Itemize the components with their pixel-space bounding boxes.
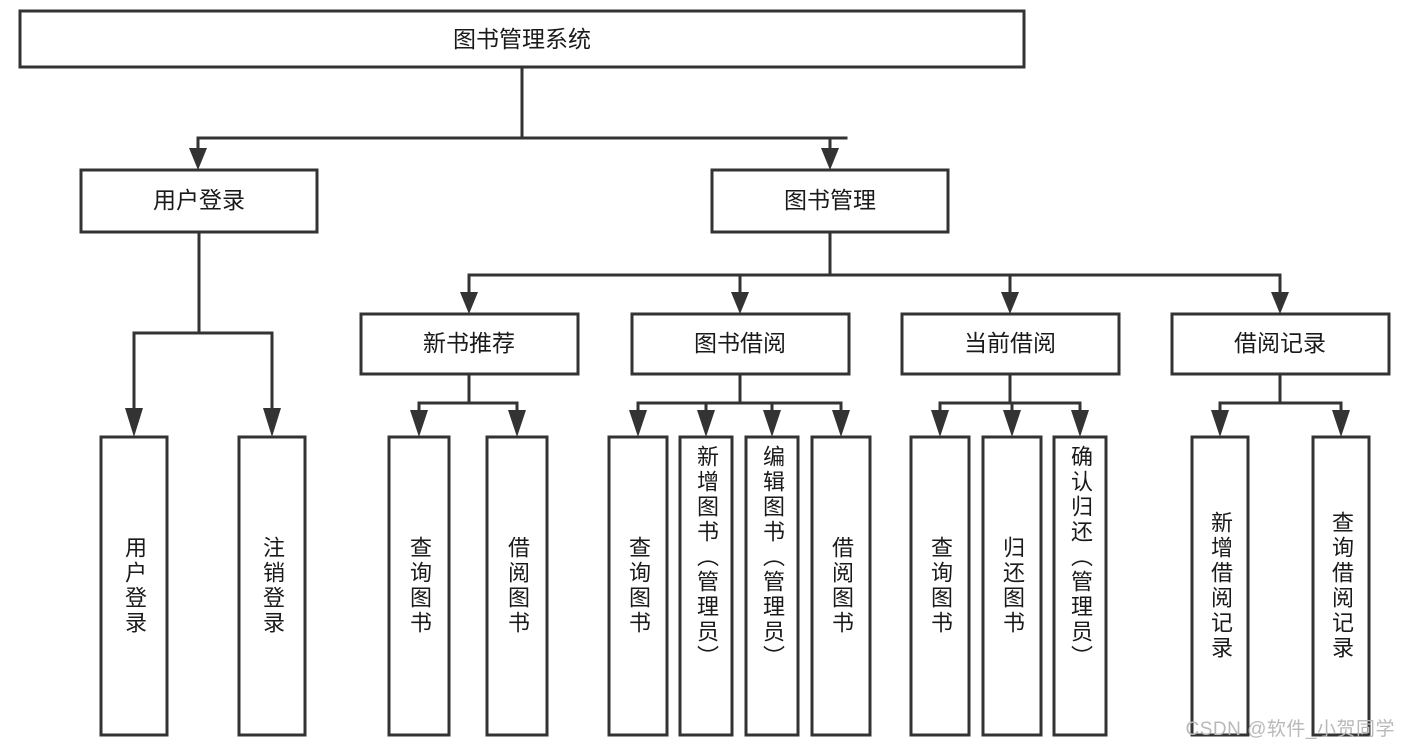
- leaf-logout-box[interactable]: [237, 435, 307, 737]
- node-borrow-record[interactable]: 借阅记录: [1170, 312, 1391, 376]
- node-user-login[interactable]: 用户登录: [79, 168, 319, 234]
- node-borrow-record-label: 借阅记录: [1234, 330, 1326, 356]
- leaf-boxes: [99, 435, 1371, 737]
- connector-current-to-leaves: [931, 372, 1089, 437]
- connector-record-to-leaves: [1211, 372, 1350, 437]
- leaf-borrow-book-recommend-box[interactable]: [485, 435, 549, 737]
- connector-userlogin-to-leaves: [125, 230, 281, 437]
- node-new-book-recommend[interactable]: 新书推荐: [359, 312, 580, 376]
- leaf-edit-book-box[interactable]: [744, 435, 800, 737]
- leaf-query-book-recommend-box[interactable]: [387, 435, 451, 737]
- leaf-query-borrow-record-box[interactable]: [1311, 435, 1371, 737]
- node-book-borrow[interactable]: 图书借阅: [630, 312, 851, 376]
- node-root-box[interactable]: [18, 9, 1026, 69]
- leaf-user-login-box[interactable]: [99, 435, 169, 737]
- node-book-borrow-box[interactable]: [630, 312, 851, 376]
- node-new-book-recommend-box[interactable]: [359, 312, 580, 376]
- watermark: CSDN @软件_小贺同学: [1185, 719, 1395, 740]
- leaf-add-borrow-record-box[interactable]: [1190, 435, 1250, 737]
- node-borrow-record-box[interactable]: [1170, 312, 1391, 376]
- connector-root-to-level2: [189, 65, 848, 170]
- leaf-borrow-book-box[interactable]: [810, 435, 872, 737]
- connector-recommend-to-leaves: [410, 372, 526, 437]
- leaf-query-book-borrow-box[interactable]: [607, 435, 669, 737]
- node-current-borrow-label: 当前借阅: [964, 330, 1056, 356]
- node-user-login-box[interactable]: [79, 168, 319, 234]
- leaf-add-book-box[interactable]: [678, 435, 734, 737]
- leaf-confirm-return-box[interactable]: [1052, 435, 1108, 737]
- node-book-management[interactable]: 图书管理: [710, 168, 950, 234]
- leaf-return-book-box[interactable]: [981, 435, 1043, 737]
- node-book-borrow-label: 图书借阅: [694, 330, 786, 356]
- node-root-label: 图书管理系统: [453, 26, 591, 52]
- connector-borrow-to-leaves: [629, 372, 850, 437]
- node-book-management-box[interactable]: [710, 168, 950, 234]
- node-current-borrow-box[interactable]: [900, 312, 1121, 376]
- node-new-book-recommend-label: 新书推荐: [423, 330, 515, 356]
- node-book-management-label: 图书管理: [784, 187, 876, 213]
- connector-bookmgmt-to-level3: [460, 230, 1289, 314]
- node-current-borrow[interactable]: 当前借阅: [900, 312, 1121, 376]
- leaf-query-book-current-box[interactable]: [909, 435, 971, 737]
- node-root[interactable]: 图书管理系统: [18, 9, 1026, 69]
- node-user-login-label: 用户登录: [153, 187, 245, 213]
